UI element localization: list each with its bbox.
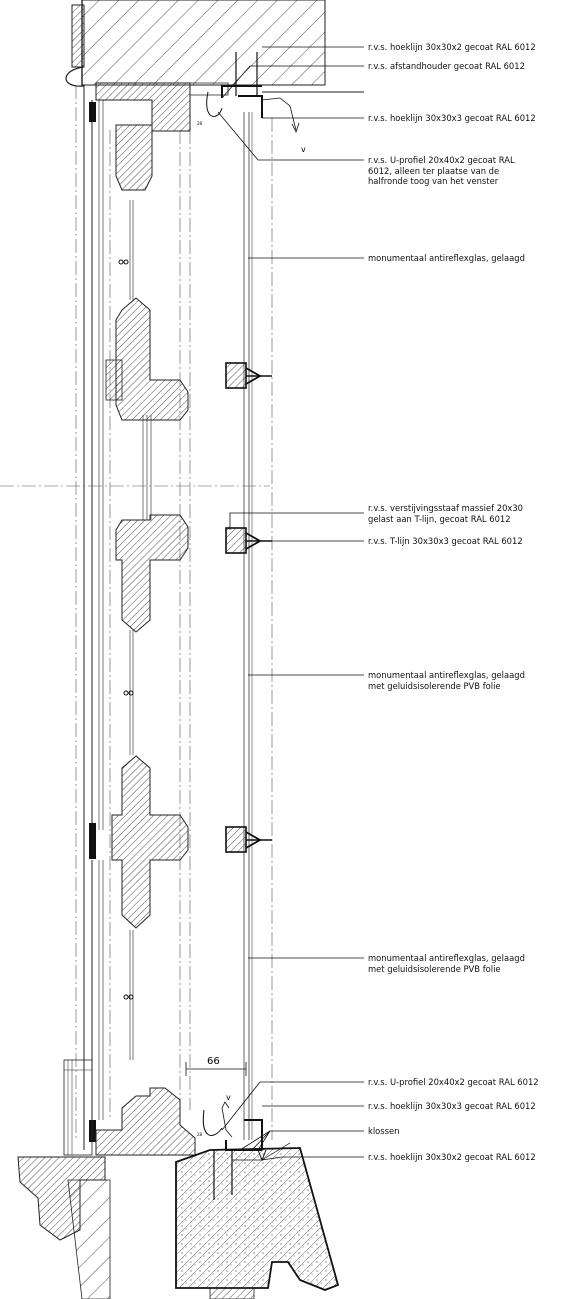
- label-hoeklijn-30x30x2-bottom: r.v.s. hoeklijn 30x30x2 gecoat RAL 6012: [368, 1152, 536, 1162]
- top-steel-connection: v 28: [197, 52, 306, 154]
- dimension-66: 66: [185, 1056, 247, 1076]
- gap-dim-top: 28: [197, 121, 203, 126]
- dimension-value: 66: [207, 1056, 220, 1067]
- t-line-bar-3: [225, 826, 272, 853]
- stone-sill: [175, 1147, 340, 1299]
- label-antireflexglas-pvb-2: monumentaal antireflexglas, gelaagd met …: [368, 953, 525, 974]
- leader-lines: [217, 46, 364, 1161]
- gap-dim-bottom: 28: [197, 1132, 203, 1137]
- bottom-moulding-left: [17, 1156, 111, 1299]
- lintel-brickwork: [81, 0, 326, 86]
- vent-mark-top: v: [301, 145, 306, 154]
- glass-panes: [129, 112, 253, 1140]
- top-frame-head: [95, 82, 229, 132]
- label-afstandhouder: r.v.s. afstandhouder gecoat RAL 6012: [368, 61, 525, 71]
- label-hoeklijn-30x30x3-top: r.v.s. hoeklijn 30x30x3 gecoat RAL 6012: [368, 113, 536, 123]
- bottom-frame-sill: [63, 1059, 196, 1156]
- label-hoeklijn-30x30x3-bottom: r.v.s. hoeklijn 30x30x3 gecoat RAL 6012: [368, 1101, 536, 1111]
- break-lines: [0, 85, 273, 1140]
- label-antireflexglas-top: monumentaal antireflexglas, gelaagd: [368, 253, 525, 263]
- label-klossen: klossen: [368, 1126, 400, 1136]
- left-edge-lines: [83, 85, 104, 1150]
- frame-section-2: [115, 514, 189, 633]
- label-antireflexglas-pvb-1: monumentaal antireflexglas, gelaagd met …: [368, 670, 525, 691]
- label-hoeklijn-top: r.v.s. hoeklijn 30x30x2 gecoat RAL 6012: [368, 42, 536, 52]
- t-line-bar-1: [225, 362, 272, 389]
- frame-section-3: [111, 755, 189, 929]
- hinge-marks: [118, 259, 134, 1000]
- label-t-lijn: r.v.s. T-lijn 30x30x3 gecoat RAL 6012: [368, 536, 523, 546]
- label-u-profiel-bottom: r.v.s. U-profiel 20x40x2 gecoat RAL 6012: [368, 1077, 539, 1087]
- frame-section-1: [105, 124, 189, 421]
- top-rope-moulding: [65, 4, 85, 87]
- t-line-bar-2: [225, 527, 272, 554]
- vent-mark-bottom: v: [226, 1093, 231, 1102]
- label-u-profiel-top: r.v.s. U-profiel 20x40x2 gecoat RAL 6012…: [368, 155, 515, 186]
- label-verstijvingsstaaf: r.v.s. verstijvingsstaaf massief 20x30 g…: [368, 503, 524, 524]
